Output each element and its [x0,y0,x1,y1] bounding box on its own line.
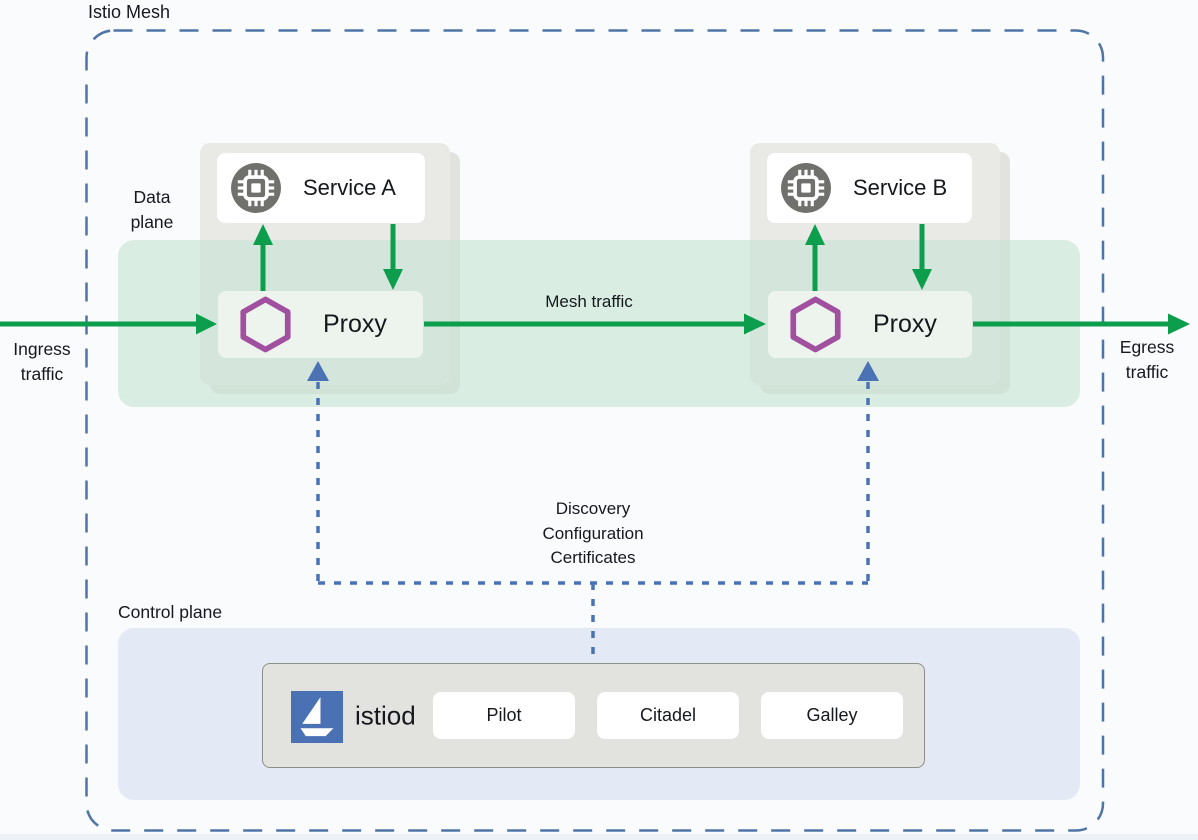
data-plane-label: Data plane [130,187,174,232]
istio-mesh-title: Istio Mesh [88,2,171,22]
service-b-card: Service B [767,153,972,223]
istio-sail-icon [291,691,343,743]
service-a-label: Service A [303,175,396,200]
service-a-card: Service A [217,153,425,223]
istiod-component-citadel: Citadel [597,692,739,739]
envoy-hexagon-icon [240,296,291,353]
mesh-traffic-label: Mesh traffic [545,292,633,311]
istiod-label: istiod [355,700,416,730]
proxy-a-label: Proxy [323,310,387,338]
envoy-hexagon-icon [790,296,841,353]
pilot-label: Pilot [486,705,522,725]
egress-traffic-label: Egress traffic [1119,337,1175,382]
istiod-component-galley: Galley [761,692,903,739]
istiod-component-pilot: Pilot [433,692,575,739]
window-edge [0,834,1198,840]
discovery-configuration-certificates-label: Discovery Configuration Certificates [542,499,644,567]
citadel-label: Citadel [639,705,697,725]
proxy-b-box: Proxy [768,291,972,358]
cpu-chip-icon [781,163,831,213]
istiod-box: istiod Pilot Citadel Galley [262,663,925,768]
service-b-label: Service B [853,175,948,200]
control-plane-label: Control plane [118,602,223,622]
cpu-chip-icon [231,163,281,213]
proxy-b-label: Proxy [873,310,937,338]
ingress-traffic-label: Ingress traffic [13,339,71,384]
egress-arrowhead [1168,313,1190,335]
galley-label: Galley [806,705,858,725]
proxy-a-box: Proxy [218,291,423,358]
